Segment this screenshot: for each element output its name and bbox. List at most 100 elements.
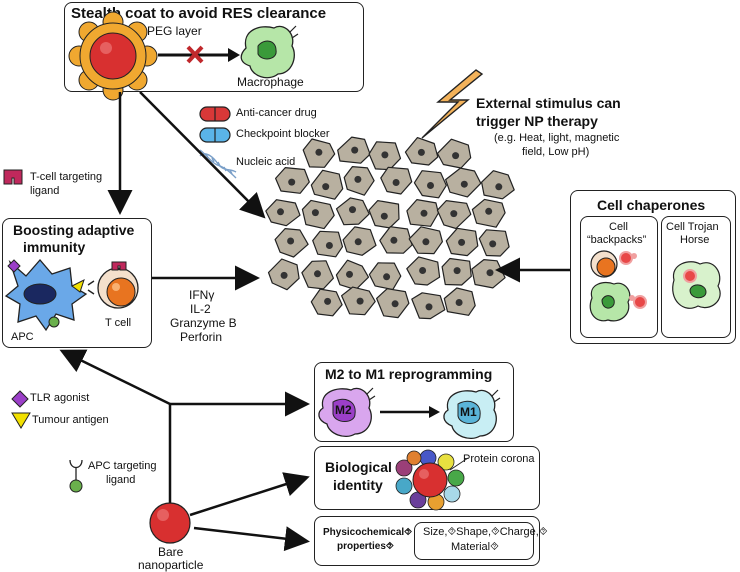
nucleic-acid-icon	[199, 149, 237, 179]
external-stimulus-title-1: External stimulus can	[476, 95, 621, 111]
tumour-cell-nucleus	[315, 148, 323, 156]
m1-macrophage-icon	[443, 389, 501, 440]
cytokine-granzyme: Granzyme B	[170, 316, 237, 330]
cytokine-ifng: IFNγ	[189, 288, 215, 302]
tumour-cell-nucleus	[486, 269, 494, 277]
cytokine-perforin: Perforin	[180, 330, 223, 344]
tumour-cell-nucleus	[356, 297, 364, 305]
tumour-cell-nucleus	[460, 180, 468, 188]
backpacks-label-2: “backpacks”	[587, 234, 647, 246]
t-cell-ligand-label-1: T-cell targeting	[30, 171, 103, 183]
tumour-cell-nucleus	[419, 267, 427, 274]
macrophage-label: Macrophage	[237, 75, 304, 89]
external-stimulus-examples-2: field, Low pH)	[522, 146, 590, 158]
checkpoint-blocker-icon	[199, 127, 231, 143]
t-cell-label: T cell	[105, 317, 132, 329]
physico-detail-1: Size,⯑Shape,⯑Charge,⯑	[423, 526, 548, 538]
backpack-macrophage-icon	[589, 281, 647, 322]
boosting-title-2: immunity	[23, 239, 86, 255]
physico-title-1: Physicochemical⯑	[323, 527, 413, 538]
tumour-antigen-label: Tumour antigen	[32, 414, 109, 426]
backpacks-label-1: Cell	[609, 221, 628, 233]
trojan-horse-label-1: Cell Trojan	[666, 221, 719, 233]
trojan-macrophage-icon	[672, 261, 721, 309]
tumour-cell-nucleus	[325, 242, 333, 249]
checkpoint-blocker-label: Checkpoint blocker	[236, 128, 330, 140]
tumour-cell-nucleus	[354, 238, 362, 246]
backpack-t-cell-icon	[590, 250, 637, 278]
tumour-cell-nucleus	[322, 183, 330, 191]
tumour-cell-nucleus	[381, 151, 389, 159]
tumour-cell-nucleus	[392, 179, 400, 186]
boosting-title-1: Boosting adaptive	[13, 222, 135, 238]
cytokine-il2: IL-2	[190, 302, 211, 316]
physico-detail-subpanel: Size,⯑Shape,⯑Charge,⯑ Material⯑	[414, 522, 548, 560]
tumour-cell-nucleus	[453, 267, 461, 275]
tumour-cell-nucleus	[351, 146, 359, 154]
physico-title-2: properties⯑	[337, 541, 394, 552]
tumour-cell-nucleus	[346, 270, 353, 278]
m2-m1-title: M2 to M1 reprogramming	[325, 366, 493, 382]
tumour-cell-nucleus	[458, 238, 466, 246]
tumour-cell-nucleus	[277, 208, 284, 216]
apc-ligand-icon	[69, 459, 83, 493]
tumour-cell-nucleus	[427, 182, 434, 189]
apc-ligand-label-1: APC targeting	[88, 460, 157, 472]
tumour-cell-nucleus	[380, 212, 388, 220]
protein-corona-label: Protein corona	[463, 453, 535, 465]
t-cell-ligand-label-2: ligand	[30, 185, 60, 197]
apc-ligand-label-2: ligand	[106, 474, 136, 486]
external-stimulus-examples-1: (e.g. Heat, light, magnetic	[494, 132, 620, 144]
anti-cancer-drug-label: Anti-cancer drug	[236, 107, 317, 119]
external-stimulus-title-2: trigger NP therapy	[476, 113, 598, 129]
tumour-antigen-icon	[11, 412, 31, 429]
tumour-cell-nucleus	[391, 300, 399, 308]
m2-macrophage-icon	[318, 387, 376, 438]
tumour-cell-nucleus	[288, 178, 296, 186]
protein-corona-icon	[395, 449, 469, 511]
tumour-cell-nucleus	[455, 299, 463, 306]
tumour-cell-nucleus	[485, 207, 493, 215]
tumour-cell-nucleus	[349, 206, 356, 214]
m2-label: M2	[335, 403, 352, 417]
red-x-icon	[186, 45, 204, 64]
m1-label: M1	[460, 405, 477, 419]
cell-chaperones-title: Cell chaperones	[597, 197, 706, 213]
bio-identity-title-1: Biological	[325, 459, 392, 475]
tumour-cell-nucleus	[450, 210, 458, 218]
bare-np-label-1: Bare	[158, 545, 184, 559]
arrow-stealth-to-tumour	[139, 91, 266, 219]
bare-np-label-2: nanoparticle	[138, 558, 204, 572]
tumour-cell-nucleus	[452, 152, 460, 160]
tumour-cell-nucleus	[495, 183, 503, 191]
tlr-agonist-label: TLR agonist	[30, 392, 90, 404]
tumour-cell-nucleus	[311, 209, 319, 217]
tumour-cell-nucleus	[417, 148, 425, 156]
bio-identity-title-2: identity	[333, 477, 383, 493]
peg-layer-label: PEG layer	[147, 24, 202, 38]
stealth-coat-title: Stealth coat to avoid RES clearance	[71, 5, 327, 22]
tumour-cell-nucleus	[280, 271, 288, 279]
tlr-agonist-icon	[11, 390, 29, 408]
tumour-cell-nucleus	[383, 273, 391, 281]
arrow-to-physico	[193, 526, 310, 552]
tumour-cell-nucleus	[324, 297, 332, 305]
physico-detail-2: Material⯑	[451, 541, 499, 553]
nucleic-acid-label: Nucleic acid	[236, 156, 296, 168]
arrow-to-bio-identity	[189, 472, 310, 517]
tumour-cell-nucleus	[354, 175, 362, 183]
tumour-cell-nucleus	[287, 237, 295, 245]
apc-cell-icon	[4, 259, 88, 332]
arrow-to-boosting	[59, 349, 171, 406]
t-cell-icon	[97, 261, 139, 309]
